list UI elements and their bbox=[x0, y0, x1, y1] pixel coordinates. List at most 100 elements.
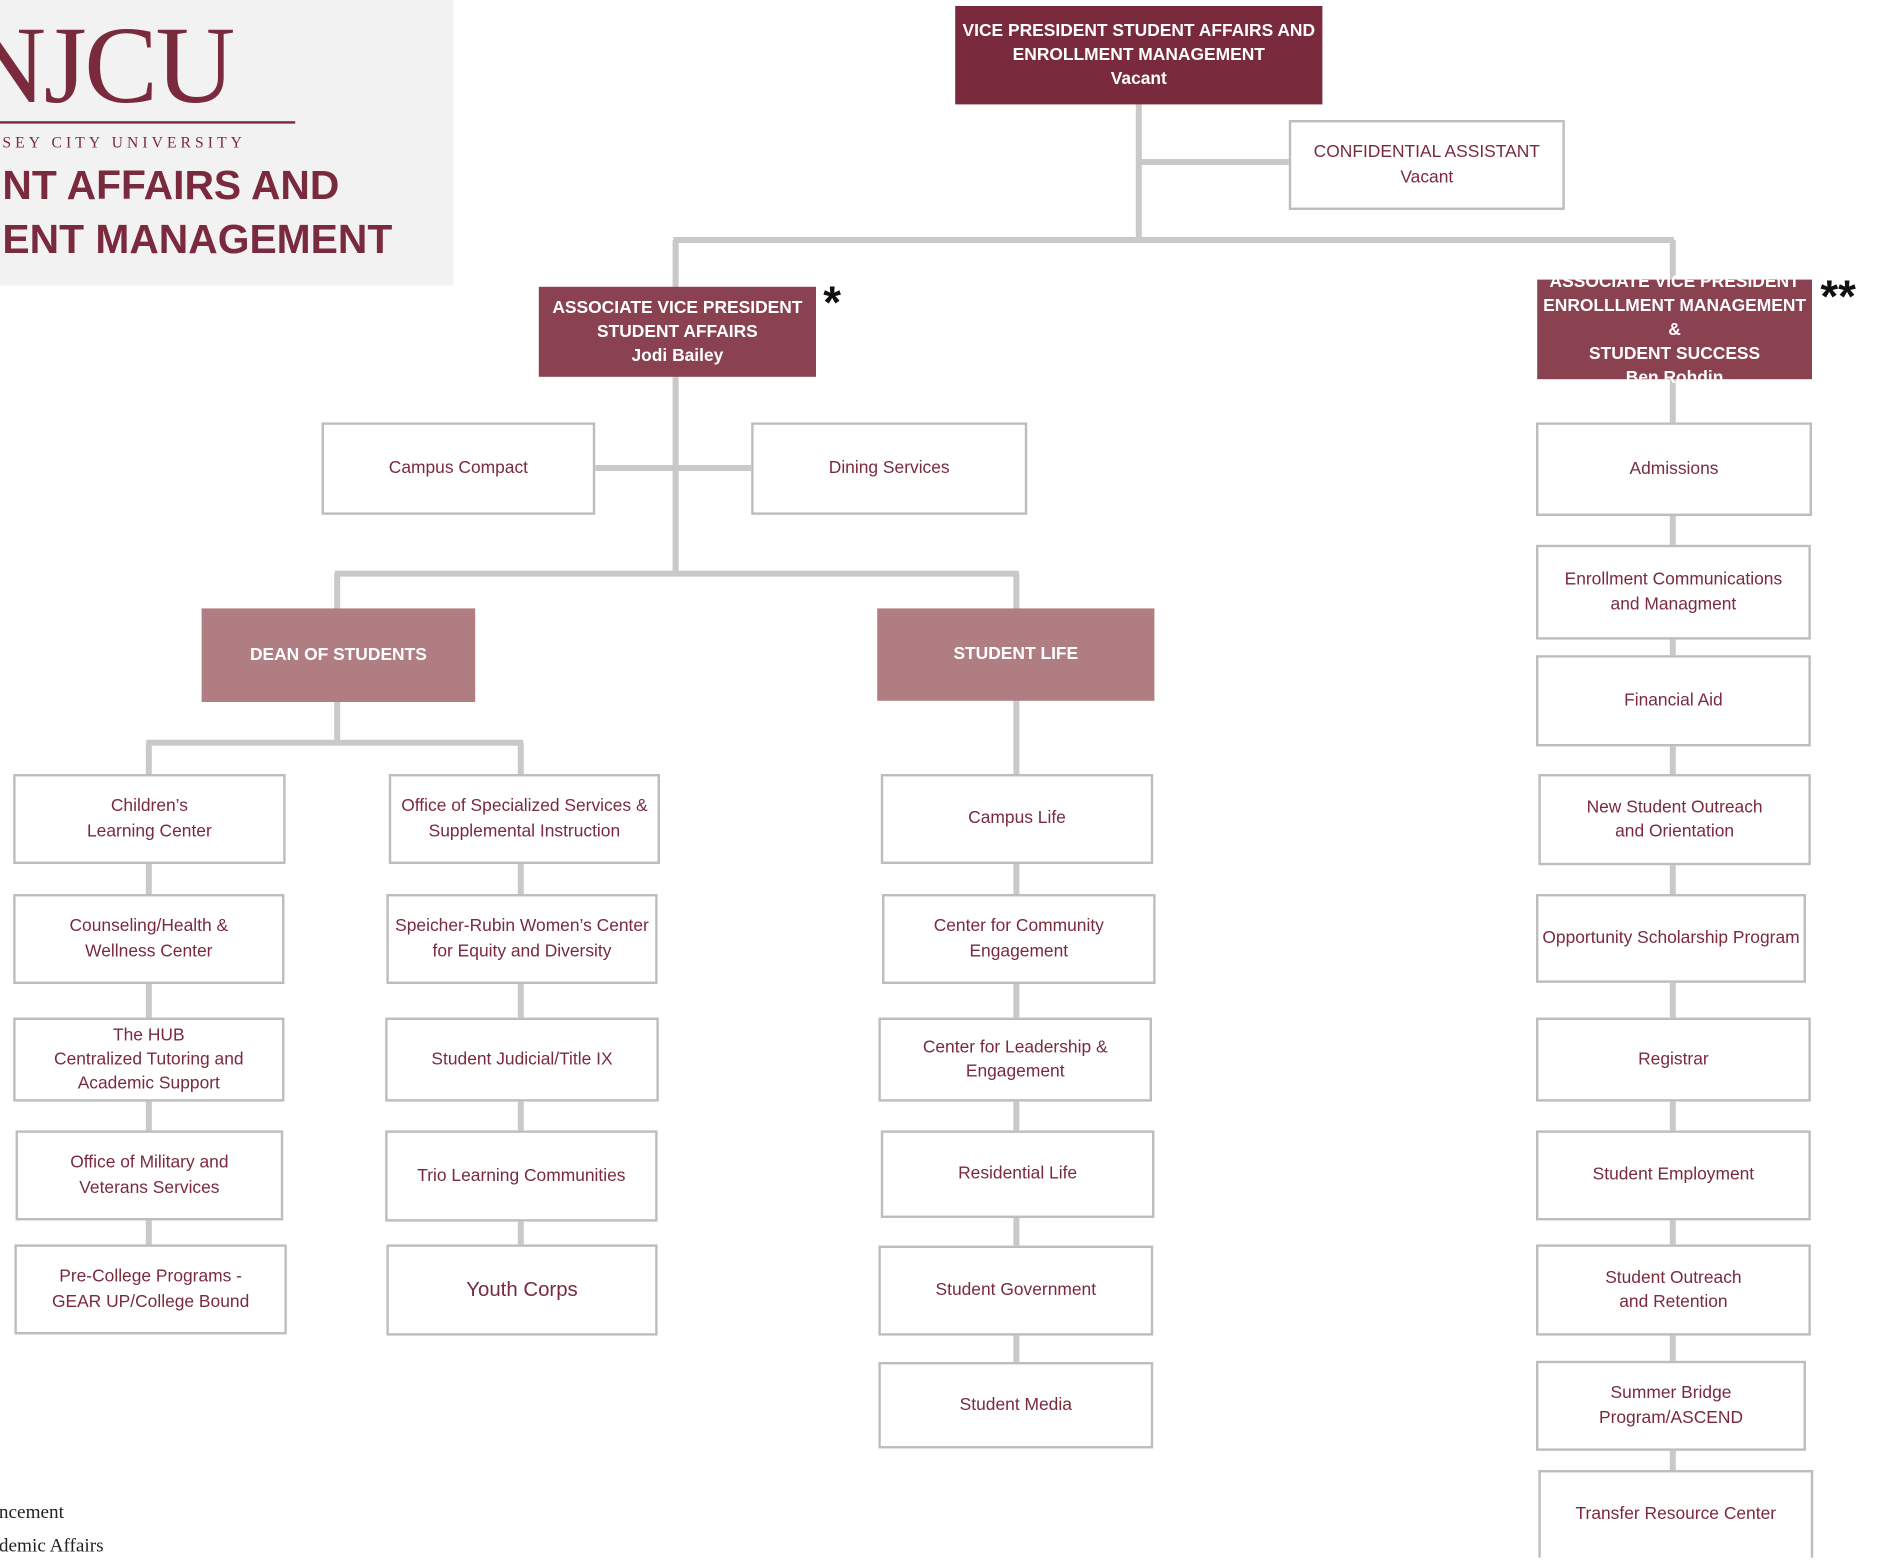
community-engagement-box: Center for Community Engagement bbox=[882, 894, 1156, 985]
student-life-box: STUDENT LIFE bbox=[877, 608, 1155, 701]
unit-label-line: for Equity and Diversity bbox=[432, 941, 612, 961]
unit-label-line: Centralized Tutoring and bbox=[54, 1049, 244, 1070]
assistant-name: Vacant bbox=[1400, 167, 1454, 187]
dean-of-students-box: DEAN OF STUDENTS bbox=[201, 608, 476, 702]
unit-label-line: Registrar bbox=[1638, 1049, 1709, 1070]
opportunity-scholarship-box: Opportunity Scholarship Program bbox=[1536, 894, 1807, 983]
dining-services-box: Dining Services bbox=[751, 422, 1028, 515]
unit-label-line: and Managment bbox=[1610, 594, 1737, 614]
campus-compact-label: Campus Compact bbox=[388, 458, 529, 479]
njcu-logo: NJCU bbox=[0, 3, 235, 127]
unit-label-line: Wellness Center bbox=[85, 941, 213, 961]
avp-student-affairs-box: ASSOCIATE VICE PRESIDENT STUDENT AFFAIRS… bbox=[538, 286, 817, 377]
childrens-learning-center-box: Children’s Learning Center bbox=[13, 774, 286, 865]
hub-tutoring-box: The HUB Centralized Tutoring and Academi… bbox=[13, 1017, 285, 1102]
unit-label-line: The HUB bbox=[113, 1025, 185, 1045]
avp-em-title-line-2: ENROLLLMENT MANAGEMENT & bbox=[1543, 295, 1807, 339]
transfer-resource-center-box: Transfer Resource Center bbox=[1538, 1470, 1814, 1558]
new-student-outreach-box: New Student Outreach and Orientation bbox=[1538, 774, 1811, 866]
dining-services-label: Dining Services bbox=[828, 458, 950, 479]
youth-corps-box: Youth Corps bbox=[386, 1244, 658, 1336]
logo-panel: NJCU SEY CITY UNIVERSITY NT AFFAIRS AND … bbox=[0, 0, 454, 286]
unit-label-line: Student Judicial/Title IX bbox=[431, 1049, 613, 1070]
summer-bridge-box: Summer Bridge Program/ASCEND bbox=[1536, 1360, 1807, 1451]
admissions-box: Admissions bbox=[1536, 422, 1813, 516]
campus-life-box: Campus Life bbox=[880, 774, 1154, 865]
unit-label-line: Transfer Resource Center bbox=[1575, 1505, 1777, 1525]
student-media-box: Student Media bbox=[878, 1362, 1154, 1449]
vp-name: Vacant bbox=[1110, 69, 1167, 89]
unit-label-line: GEAR UP/College Bound bbox=[51, 1291, 250, 1311]
residential-life-box: Residential Life bbox=[880, 1130, 1155, 1218]
trio-learning-box: Trio Learning Communities bbox=[385, 1130, 658, 1222]
unit-label-line: Counseling/Health & bbox=[69, 917, 229, 937]
military-veterans-box: Office of Military and Veterans Services bbox=[15, 1130, 284, 1221]
unit-label-line: and Retention bbox=[1619, 1292, 1728, 1312]
unit-label-line: Academic Support bbox=[77, 1074, 220, 1094]
unit-label-line: Supplemental Instruction bbox=[428, 821, 621, 841]
student-employment-box: Student Employment bbox=[1536, 1130, 1811, 1221]
division-title-line-2: ENT MANAGEMENT bbox=[2, 217, 393, 263]
unit-label-line: Children’s bbox=[110, 797, 188, 817]
enrollment-communications-box: Enrollment Communications and Managment bbox=[1536, 544, 1811, 640]
unit-label-line: Trio Learning Communities bbox=[417, 1166, 626, 1186]
dean-of-students-label: DEAN OF STUDENTS bbox=[249, 645, 427, 665]
unit-label-line: Student Employment bbox=[1592, 1165, 1755, 1185]
avp-em-name: Ben Rohdin bbox=[1625, 367, 1724, 388]
unit-label-line: Center for Community bbox=[933, 917, 1104, 937]
avp-em-title-line-3: STUDENT SUCCESS bbox=[1589, 343, 1761, 363]
avp-enrollment-marker: ** bbox=[1820, 272, 1856, 323]
unit-label-line: Student Outreach bbox=[1605, 1268, 1742, 1288]
student-government-box: Student Government bbox=[878, 1245, 1154, 1336]
student-outreach-retention-box: Student Outreach and Retention bbox=[1536, 1244, 1811, 1336]
unit-label-line: Enrollment Communications bbox=[1564, 570, 1783, 590]
avp-em-title-line-1: ASSOCIATE VICE PRESIDENT bbox=[1549, 271, 1800, 291]
avp-enrollment-box: ASSOCIATE VICE PRESIDENT ENROLLLMENT MAN… bbox=[1537, 272, 1813, 387]
student-life-label: STUDENT LIFE bbox=[953, 644, 1079, 665]
vp-title-line-2: ENROLLMENT MANAGEMENT bbox=[1012, 45, 1265, 65]
unit-label-line: Office of Specialized Services & bbox=[401, 797, 648, 817]
unit-label-line: Residential Life bbox=[958, 1164, 1078, 1184]
unit-label-line: Financial Aid bbox=[1624, 691, 1723, 711]
unit-label-line: Summer Bridge Program/ASCEND bbox=[1598, 1383, 1744, 1428]
unit-label-line: Office of Military and bbox=[70, 1153, 229, 1173]
vp-student-affairs-box: VICE PRESIDENT STUDENT AFFAIRS AND ENROL… bbox=[955, 6, 1323, 105]
leadership-engagement-box: Center for Leadership & Engagement bbox=[878, 1017, 1152, 1102]
unit-label-line: Center for Leadership & bbox=[922, 1037, 1108, 1057]
university-name: SEY CITY UNIVERSITY bbox=[2, 133, 247, 152]
assistant-title: CONFIDENTIAL ASSISTANT bbox=[1313, 143, 1540, 163]
specialized-services-box: Office of Specialized Services & Supplem… bbox=[388, 774, 660, 865]
counseling-wellness-box: Counseling/Health & Wellness Center bbox=[13, 894, 285, 985]
avp-student-affairs-marker: * bbox=[823, 278, 841, 329]
unit-label-line: New Student Outreach bbox=[1586, 797, 1763, 817]
unit-label-line: Youth Corps bbox=[466, 1278, 578, 1301]
student-judicial-box: Student Judicial/Title IX bbox=[385, 1017, 659, 1102]
avp-sa-title-line-2: STUDENT AFFAIRS bbox=[597, 322, 758, 342]
unit-label-line: Student Media bbox=[959, 1395, 1072, 1415]
avp-sa-title-line-1: ASSOCIATE VICE PRESIDENT bbox=[552, 298, 803, 318]
unit-label-line: Veterans Services bbox=[79, 1177, 220, 1197]
vp-title-line-1: VICE PRESIDENT STUDENT AFFAIRS AND bbox=[962, 21, 1316, 41]
unit-label-line: Speicher-Rubin Women’s Center bbox=[395, 917, 649, 937]
unit-label-line: Campus Life bbox=[968, 809, 1066, 829]
womens-center-box: Speicher-Rubin Women’s Center for Equity… bbox=[386, 894, 658, 985]
logo-divider bbox=[0, 121, 296, 124]
unit-label-line: Student Government bbox=[935, 1280, 1097, 1301]
unit-label-line: Opportunity Scholarship Program bbox=[1542, 928, 1800, 948]
unit-label-line: Pre-College Programs - bbox=[59, 1267, 242, 1287]
registrar-box: Registrar bbox=[1536, 1017, 1811, 1102]
unit-label-line: and Orientation bbox=[1615, 822, 1735, 842]
avp-sa-name: Jodi Bailey bbox=[631, 346, 724, 366]
pre-college-programs-box: Pre-College Programs - GEAR UP/College B… bbox=[14, 1244, 287, 1335]
campus-compact-box: Campus Compact bbox=[321, 422, 596, 515]
unit-label-line: Engagement bbox=[969, 941, 1069, 961]
division-title-line-1: NT AFFAIRS AND bbox=[2, 163, 340, 209]
confidential-assistant-box: CONFIDENTIAL ASSISTANT Vacant bbox=[1288, 120, 1565, 211]
unit-label-line: Engagement bbox=[965, 1062, 1065, 1082]
legend-line-1: ancement bbox=[0, 1502, 64, 1523]
unit-label-line: Learning Center bbox=[87, 821, 212, 841]
financial-aid-box: Financial Aid bbox=[1536, 655, 1811, 747]
unit-label-line: Admissions bbox=[1629, 459, 1719, 479]
legend-line-2: ademic Affairs bbox=[0, 1536, 104, 1557]
